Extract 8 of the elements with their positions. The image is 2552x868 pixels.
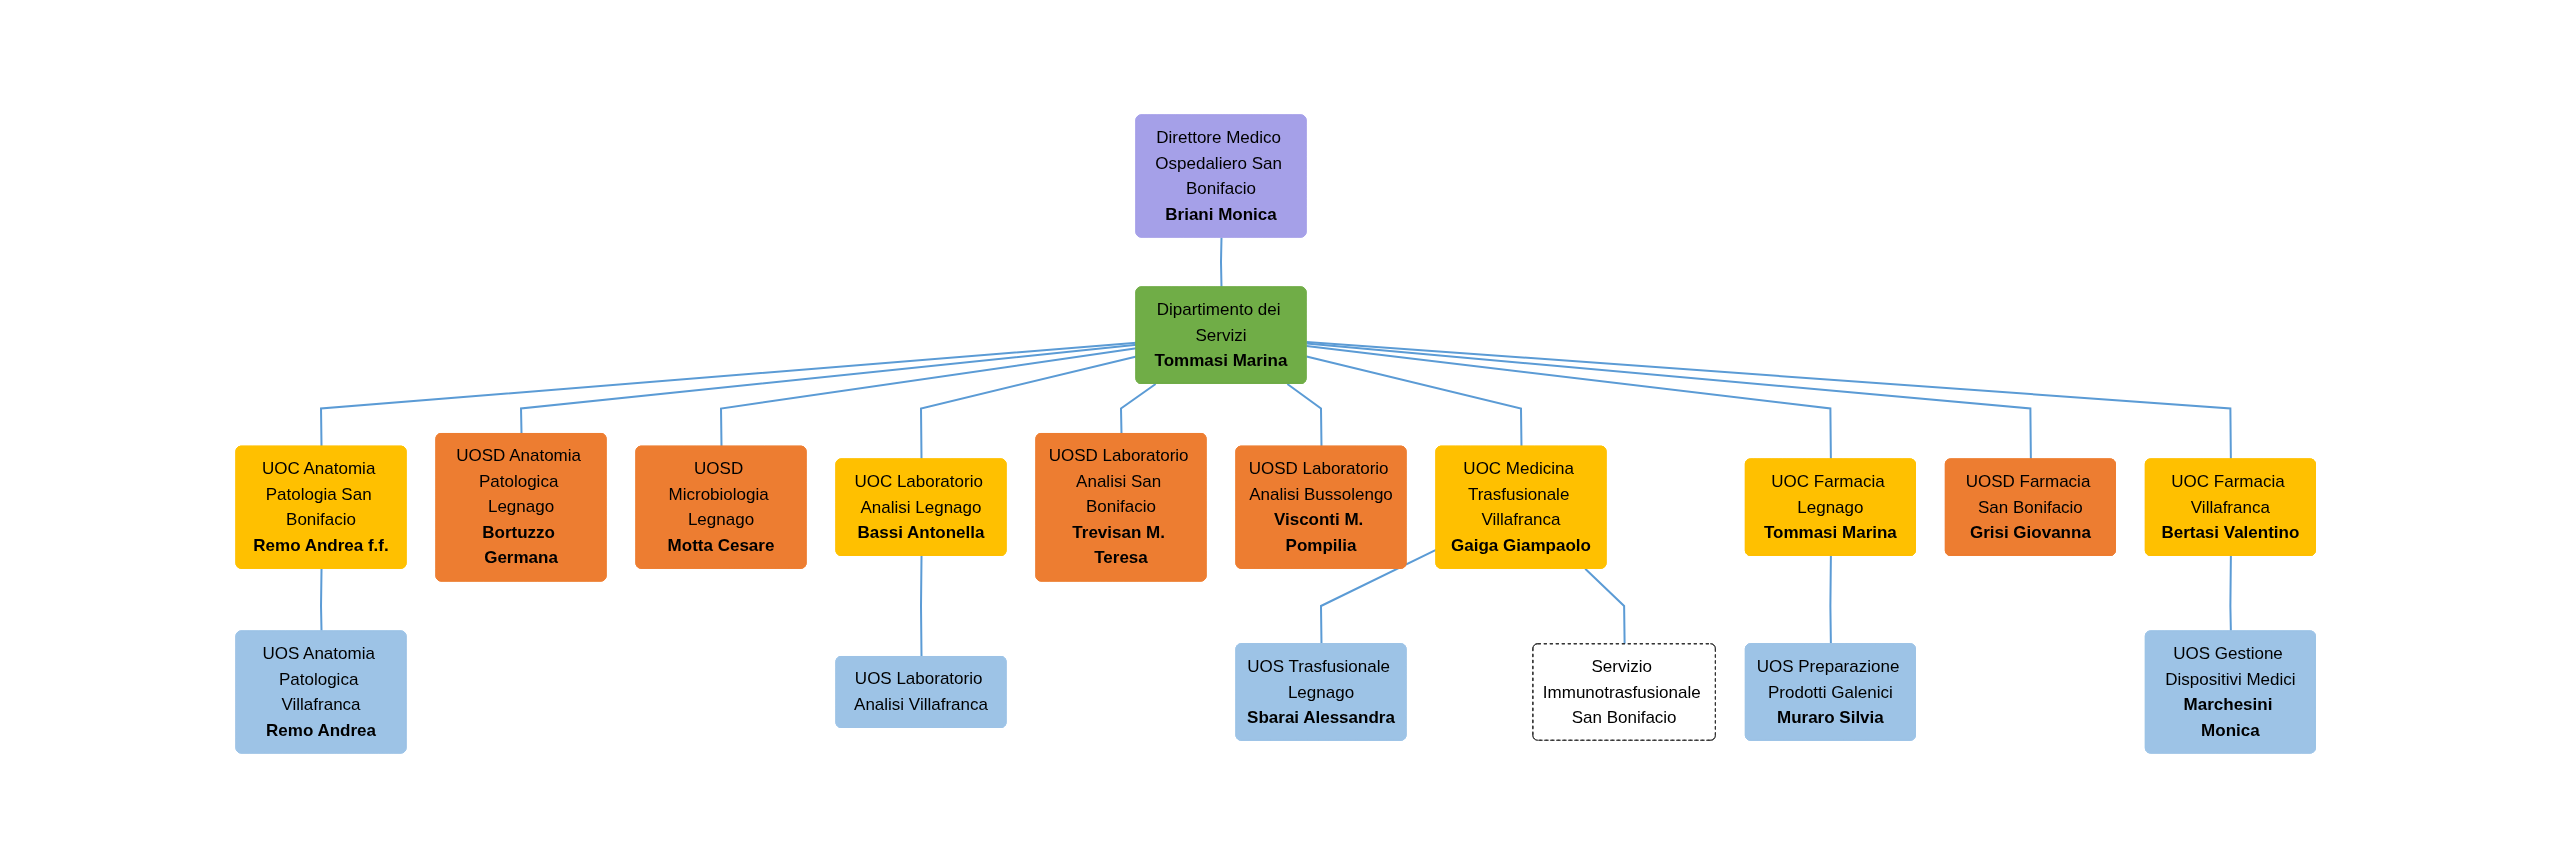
connector — [1220, 236, 1223, 289]
connector — [920, 555, 923, 658]
connector — [320, 341, 1138, 448]
connector — [1120, 383, 1157, 435]
connector — [520, 343, 1138, 435]
connector — [720, 347, 1138, 448]
connector — [1305, 355, 1523, 448]
connector — [1286, 383, 1323, 448]
